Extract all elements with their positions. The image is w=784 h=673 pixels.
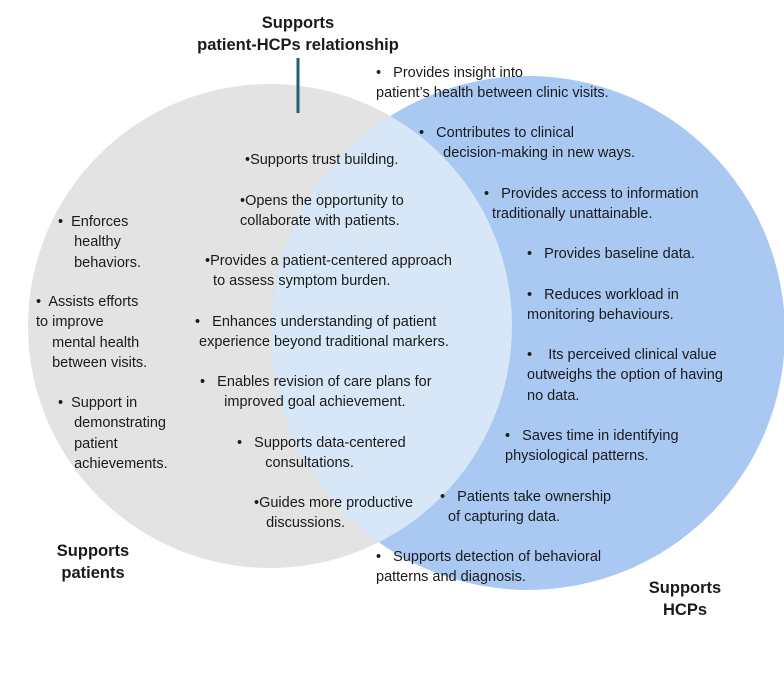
hcp-item: • Its perceived clinical value outweighs… [527,347,723,404]
heading-relationship: Supports patient-HCPs relationship [197,14,399,54]
hcp-item: • Contributes to clinical decision-makin… [419,125,635,162]
hcp-item: • Patients take ownership of capturing d… [440,489,612,526]
shared-item: •Provides a patient-centered approach to… [205,253,452,290]
hcp-item: • Reduces workload in monitoring behavio… [527,287,679,324]
heading-patients: Supports patients [56,542,130,582]
patient-item: • Support in demonstrating patient achie… [58,395,168,472]
shared-item: •Guides more productive discussions. [254,495,414,532]
shared-item: •Opens the opportunity to collaborate wi… [240,193,404,230]
patient-item: • Enforces healthy behaviors. [58,214,142,271]
hcp-item: • Saves time in identifying physiologica… [505,428,679,465]
hcp-item: • Provides insight into patient’s health… [376,65,609,102]
shared-item: • Enhances understanding of patient expe… [195,314,449,351]
shared-item: • Enables revision of care plans for imp… [200,374,432,411]
shared-item: • Supports data-centered consultations. [237,435,406,472]
heading-hcps: Supports HCPs [648,579,722,619]
patient-item: • Assists efforts to improve mental heal… [36,294,148,371]
hcp-item: • Provides access to information traditi… [484,186,699,223]
hcp-item: • Supports detection of behavioral patte… [376,549,602,586]
overlap-region [271,84,512,568]
shared-item: •Supports trust building. [245,152,399,168]
hcp-item: • Provides baseline data. [527,246,695,262]
